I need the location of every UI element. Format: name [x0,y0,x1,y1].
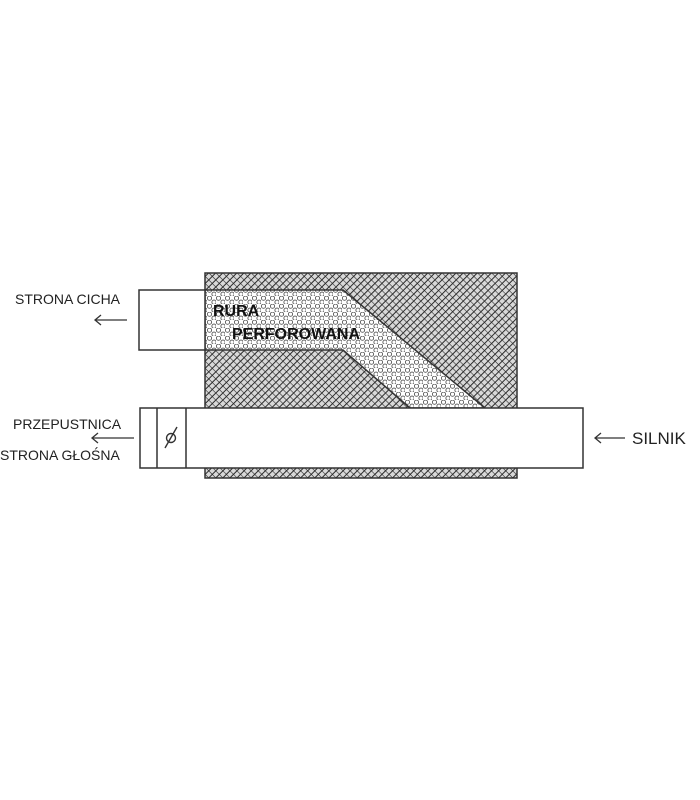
engine-arrow-icon [593,432,625,444]
perforated-pipe-label-line2: PERFOROWANA [232,326,360,343]
quiet-outlet-pipe [138,289,206,351]
quiet-side-label: STRONA CICHA [15,291,121,307]
throttle-valve-icon [164,426,178,449]
engine-label: SILNIK [632,429,687,448]
perforated-pipe-label-line1: RURA [213,303,260,320]
loud-side-arrow-icon [90,432,134,444]
loud-side-label: STRONA GŁOŚNA [0,446,120,463]
throttle-label: PRZEPUSTNICA [13,416,122,432]
quiet-side-arrow-icon [93,314,127,326]
main-pipe [139,407,584,469]
